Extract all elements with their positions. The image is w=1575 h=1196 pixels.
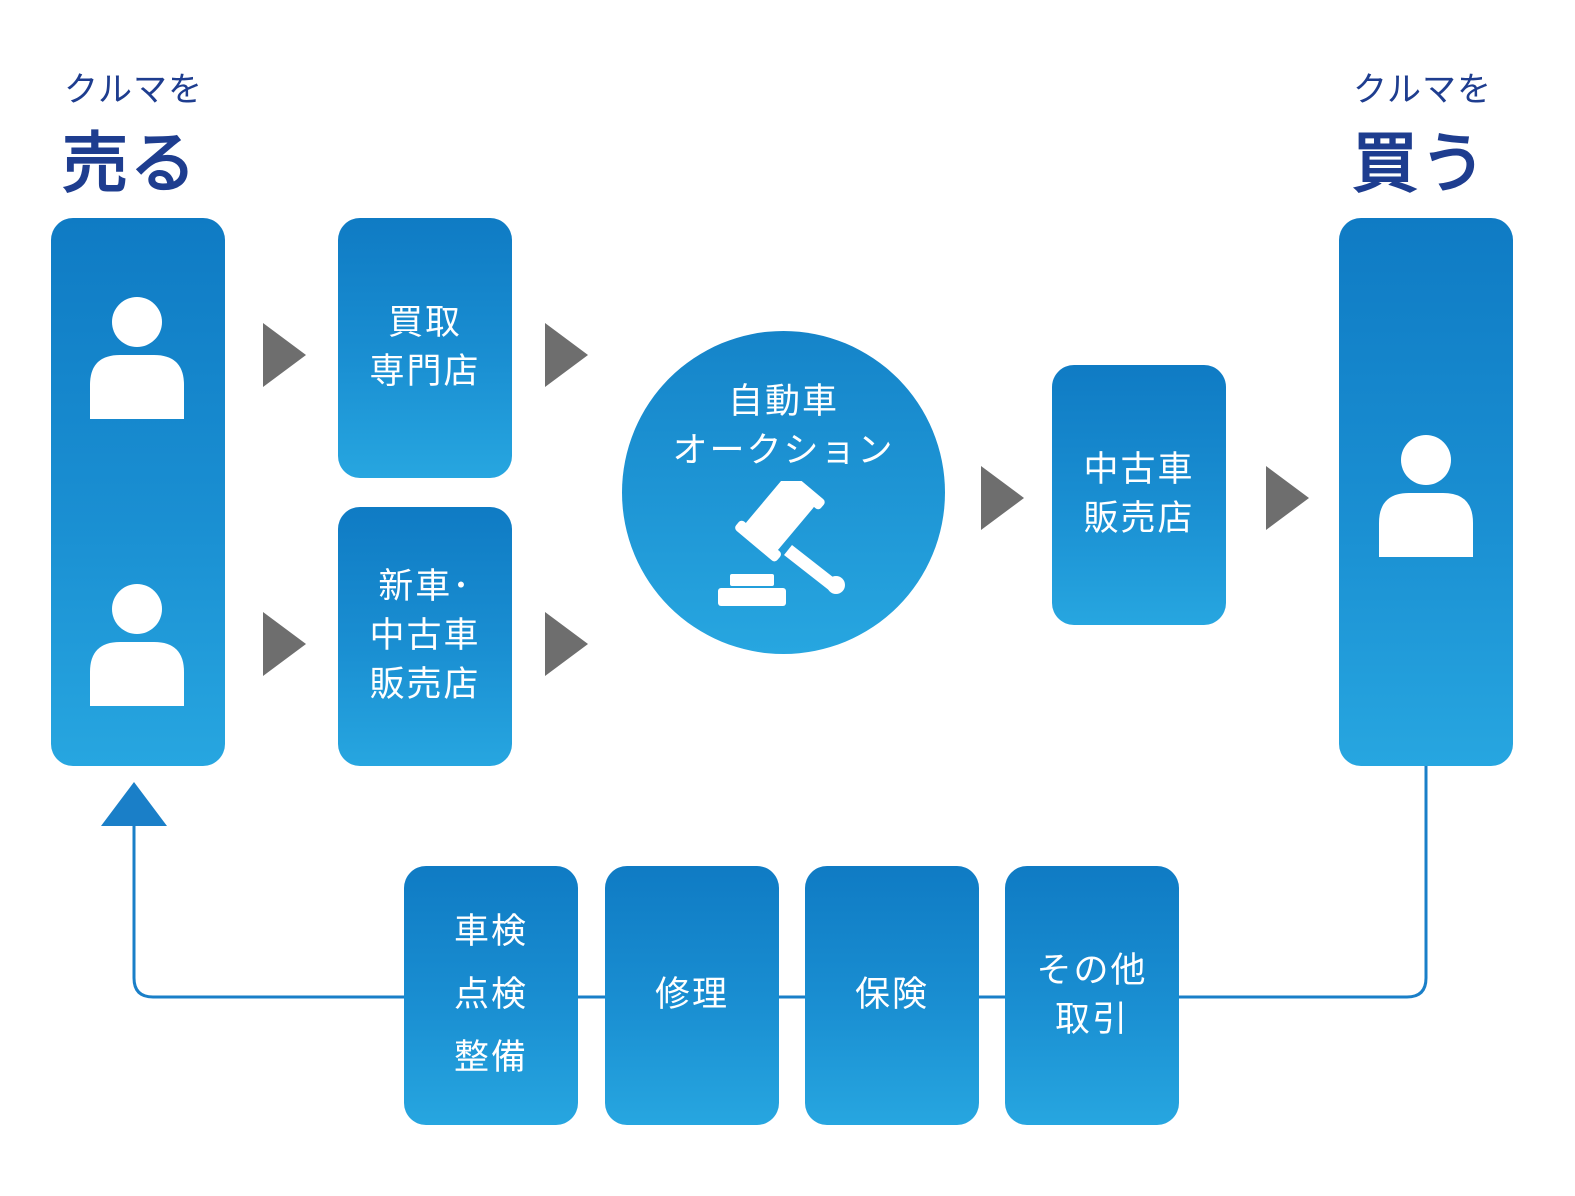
triangle-arrow-icon: [545, 323, 588, 387]
service-box-other: その他 取引: [1005, 866, 1179, 1125]
sell-heading-small: クルマを: [64, 70, 203, 110]
kaitori-dealer-label: 買取 専門店: [369, 303, 481, 392]
used-car-dealer-label: 中古車 販売店: [1083, 450, 1195, 539]
service-label: 修理: [654, 975, 729, 1015]
person-icon: [1379, 435, 1473, 557]
person-icon: [90, 297, 184, 419]
buy-heading-big: 買う: [1352, 125, 1488, 202]
triangle-arrow-icon: [545, 612, 588, 676]
service-box-repair: 修理: [605, 866, 779, 1125]
service-label: 保険: [854, 975, 929, 1015]
person-icon: [90, 584, 184, 706]
service-box-insurance: 保険: [805, 866, 979, 1125]
auction-label: 自動車 オークション: [672, 382, 895, 471]
sell-heading-big: 売る: [62, 125, 198, 202]
new-used-dealer-box: 新車･ 中古車 販売店: [338, 507, 512, 766]
used-car-dealer-box: 中古車 販売店: [1052, 365, 1226, 625]
kaitori-dealer-box: 買取 専門店: [338, 218, 512, 478]
buy-heading-small: クルマを: [1353, 70, 1492, 110]
triangle-arrow-icon: [263, 323, 306, 387]
service-label: 車検 点検 整備: [453, 912, 528, 1078]
new-used-dealer-label: 新車･ 中古車 販売店: [369, 567, 481, 705]
service-box-inspection: 車検 点検 整備: [404, 866, 578, 1125]
buyer-box: [1339, 218, 1513, 766]
gavel-icon: [718, 481, 845, 606]
auction-circle: 自動車 オークション: [622, 331, 945, 654]
up-arrow-icon: [101, 782, 167, 826]
service-label: その他 取引: [1036, 950, 1148, 1040]
triangle-arrow-icon: [981, 466, 1024, 530]
triangle-arrow-icon: [263, 612, 306, 676]
triangle-arrow-icon: [1266, 466, 1309, 530]
